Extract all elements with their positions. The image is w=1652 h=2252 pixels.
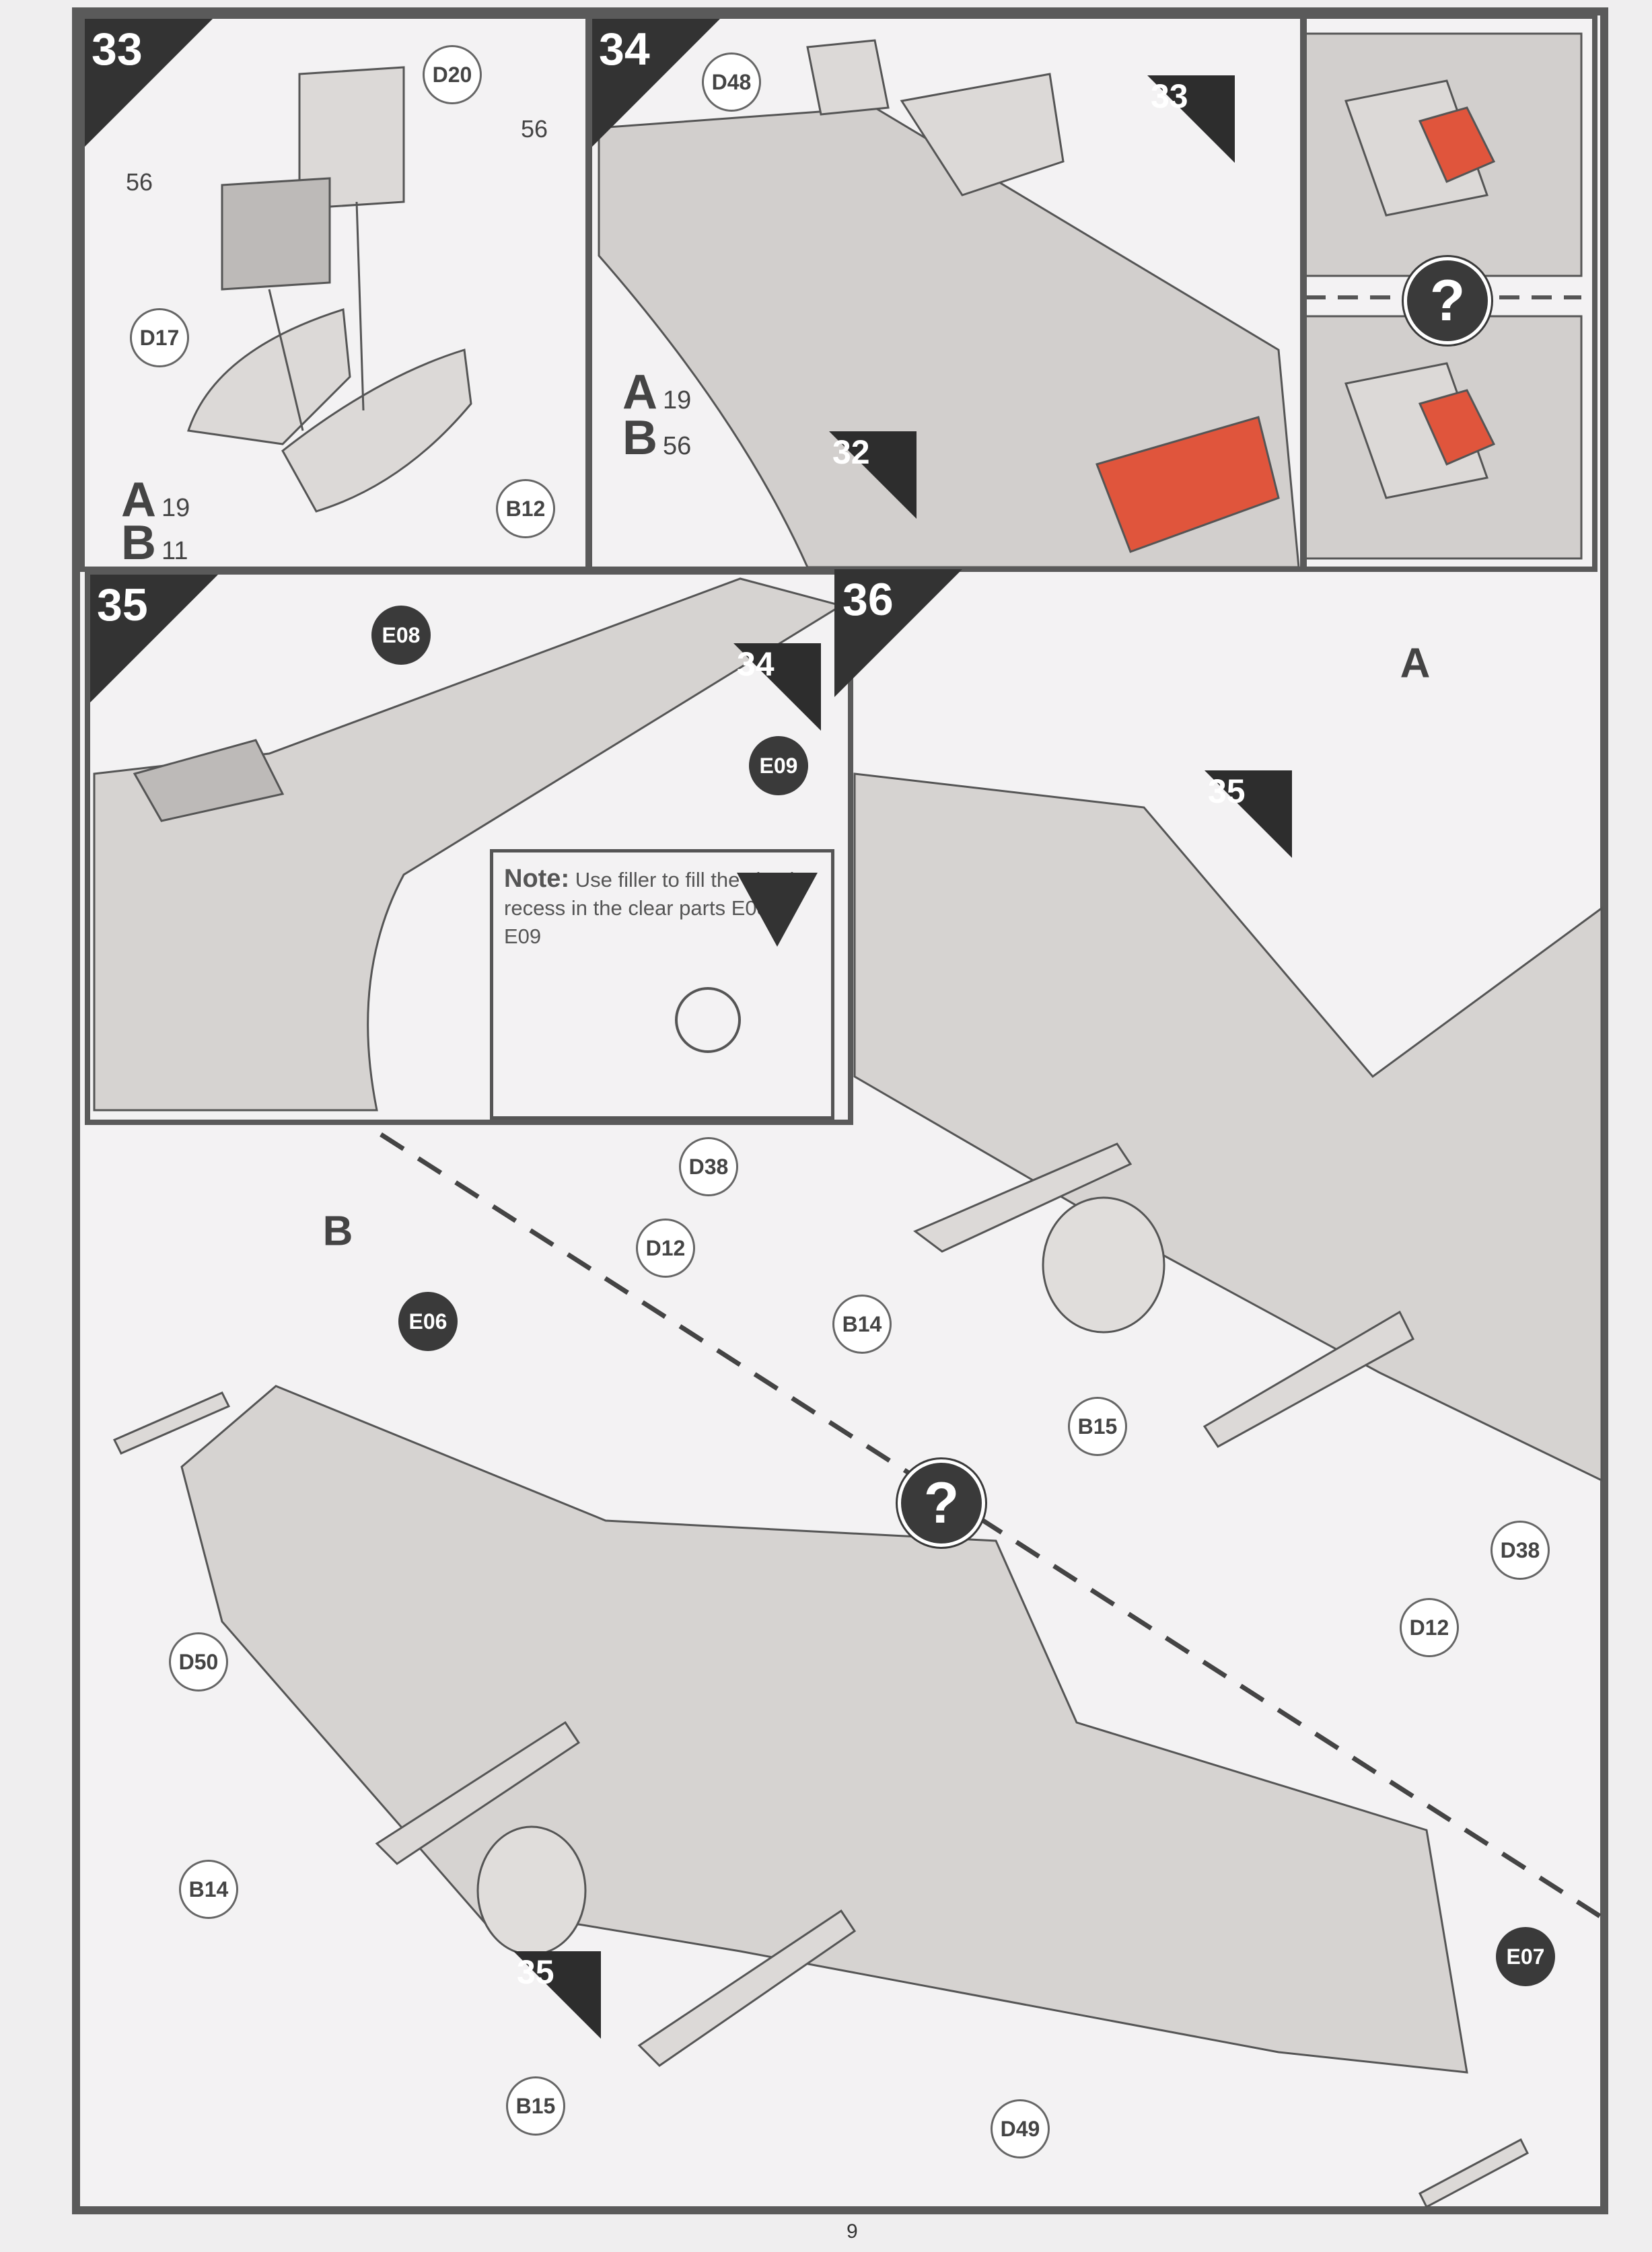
step-ref-number: 32: [832, 433, 870, 471]
step-number: 34: [599, 24, 650, 75]
step-ref-35: 35: [513, 1951, 601, 2039]
part-callout-b15: B15: [1068, 1397, 1127, 1456]
step-number-badge: [85, 19, 213, 147]
part-callout-b14: B14: [832, 1295, 892, 1354]
variant-a-label: A: [1400, 640, 1431, 687]
filler-trowel-icon: [737, 873, 818, 947]
part-callout-d38: D38: [1491, 1521, 1550, 1580]
fuselage-drawing: [93, 577, 844, 1112]
paint-code-56: 56: [125, 168, 153, 196]
paint-letter: A: [121, 473, 156, 527]
aircraft-variant-b-drawing: [112, 1385, 1529, 2209]
step-ref-number: 35: [517, 1953, 554, 1991]
paint-code: 11: [161, 537, 188, 565]
part-callout-e06: E06: [398, 1292, 458, 1351]
option-question-icon: ?: [898, 1459, 985, 1547]
step-ref-number: 35: [1208, 772, 1246, 810]
step-36-number: 36: [842, 574, 894, 625]
part-callout-b15: B15: [506, 2076, 565, 2136]
paint-letter: B: [121, 516, 156, 570]
step-ref-33: 33: [1147, 75, 1235, 163]
step-ref-35: 35: [1205, 770, 1292, 858]
aircraft-variant-a-drawing: [853, 772, 1603, 1482]
step-number: 33: [92, 24, 143, 75]
part-callout-d50: D50: [169, 1632, 228, 1692]
step-34-options-panel: [1301, 13, 1597, 572]
part-callout-b14: B14: [179, 1860, 238, 1919]
step-ref-number: 34: [737, 645, 775, 683]
step-ref-number: 33: [1151, 77, 1188, 115]
step-35-panel: 35: [85, 569, 853, 1125]
variant-b-label: B: [322, 1208, 353, 1255]
paint-code: 19: [161, 494, 190, 522]
paint-letter: A: [622, 365, 657, 419]
page-number: 9: [847, 2220, 858, 2243]
step-ref-34: 34: [733, 643, 821, 731]
note-title: Note:: [504, 865, 570, 893]
part-callout-e07: E07: [1496, 1927, 1555, 1986]
part-callout-d12: D12: [636, 1219, 695, 1278]
part-callout-d17: D17: [130, 308, 189, 367]
part-callout-d48: D48: [702, 52, 761, 112]
variant-divider-line: [380, 1132, 1604, 1920]
option-question-icon: ?: [1404, 257, 1491, 344]
paint-code: 56: [663, 432, 692, 460]
part-callout-d49: D49: [991, 2099, 1050, 2158]
wing-underside-drawing: [598, 32, 1583, 569]
part-callout-d38: D38: [679, 1137, 738, 1196]
step-ref-32: 32: [829, 431, 917, 519]
step-number: 35: [97, 579, 148, 630]
part-callout-e08: E08: [371, 606, 431, 665]
step-number-badge: [592, 19, 720, 147]
paint-letter: B: [622, 411, 657, 465]
filler-note-box: Note: Use filler to fill the circular re…: [490, 849, 834, 1120]
part-callout-d20: D20: [423, 45, 482, 104]
step-36-badge: [834, 569, 962, 697]
paint-code: 19: [663, 386, 692, 414]
paint-code-56: 56: [520, 115, 548, 143]
part-callout-e09: E09: [749, 736, 808, 795]
radiator-housing-drawing: [187, 66, 472, 513]
recess-circle: [675, 987, 741, 1053]
step-number-badge: [90, 575, 218, 702]
part-callout-b12: B12: [496, 479, 555, 538]
part-callout-d12: D12: [1400, 1598, 1459, 1657]
